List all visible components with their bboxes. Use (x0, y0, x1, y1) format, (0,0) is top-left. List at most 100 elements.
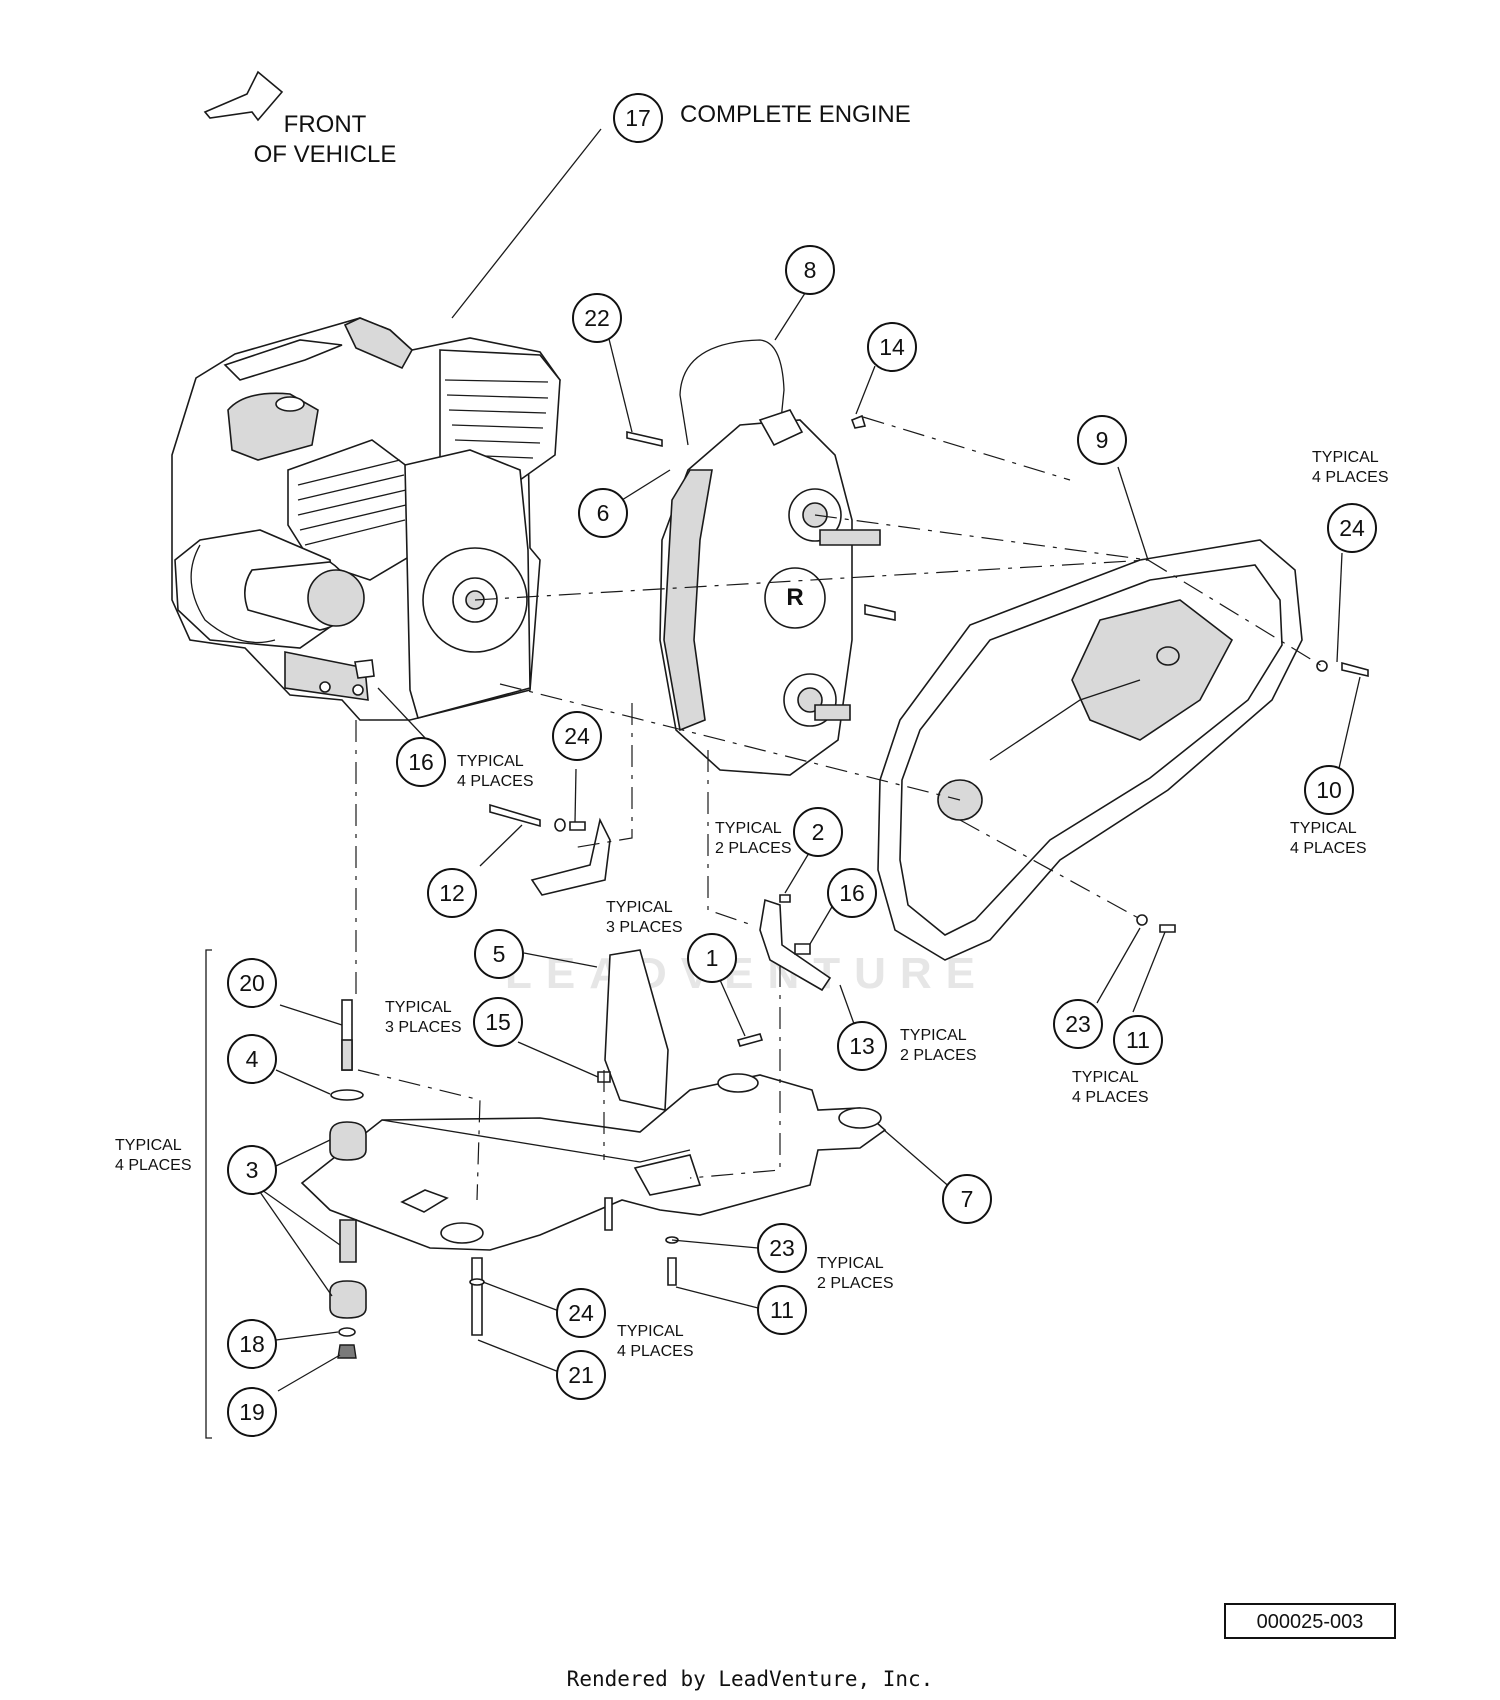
svg-text:4 PLACES: 4 PLACES (457, 773, 533, 790)
callout-17[interactable]: 17 (613, 93, 663, 143)
svg-text:6: 6 (597, 500, 610, 526)
svg-text:TYPICAL: TYPICAL (1290, 820, 1357, 837)
svg-text:TYPICAL: TYPICAL (457, 753, 524, 770)
callout-12[interactable]: 12 (427, 868, 477, 918)
callout-20[interactable]: 20 (227, 958, 277, 1008)
callout-24[interactable]: 24 (1327, 503, 1377, 553)
callout-5[interactable]: 5 (474, 929, 524, 979)
svg-text:21: 21 (568, 1362, 594, 1388)
callout-24[interactable]: 24 (552, 711, 602, 761)
note-typical-4-places-a: TYPICAL 4 PLACES (1312, 449, 1388, 486)
callout-22[interactable]: 22 (572, 293, 622, 343)
callout-3[interactable]: 3 (227, 1145, 277, 1195)
svg-text:10: 10 (1316, 777, 1342, 803)
note-typical-3-places-b: TYPICAL 3 PLACES (385, 999, 461, 1036)
svg-text:9: 9 (1096, 427, 1109, 453)
svg-text:3 PLACES: 3 PLACES (606, 919, 682, 936)
svg-text:13: 13 (849, 1033, 875, 1059)
svg-text:4 PLACES: 4 PLACES (1312, 469, 1388, 486)
svg-text:2 PLACES: 2 PLACES (715, 840, 791, 857)
svg-text:4 PLACES: 4 PLACES (617, 1343, 693, 1360)
note-typical-4-places-b: TYPICAL 4 PLACES (457, 753, 533, 790)
svg-text:2 PLACES: 2 PLACES (817, 1275, 893, 1292)
fasteners-illustration (469, 414, 1369, 1336)
note-typical-2-places-a: TYPICAL 2 PLACES (715, 820, 791, 857)
svg-text:TYPICAL: TYPICAL (817, 1255, 884, 1272)
front-label-line1: FRONT (284, 111, 367, 138)
note-typical-4-places-d: TYPICAL 4 PLACES (1072, 1069, 1148, 1106)
callout-23[interactable]: 23 (757, 1223, 807, 1273)
callout-4[interactable]: 4 (227, 1034, 277, 1084)
svg-text:12: 12 (439, 880, 465, 906)
svg-text:R: R (786, 584, 803, 611)
callout-7[interactable]: 7 (942, 1174, 992, 1224)
complete-engine-label: COMPLETE ENGINE (680, 101, 911, 128)
svg-text:16: 16 (408, 749, 434, 775)
svg-text:TYPICAL: TYPICAL (385, 999, 452, 1016)
callout-2[interactable]: 2 (793, 807, 843, 857)
brackets-illustration (530, 817, 832, 1111)
isolator-stack-illustration (329, 999, 367, 1359)
footer-credit: Rendered by LeadVenture, Inc. (567, 1667, 934, 1691)
svg-text:14: 14 (879, 334, 905, 360)
svg-text:20: 20 (239, 970, 265, 996)
svg-text:2: 2 (812, 819, 825, 845)
callout-18[interactable]: 18 (227, 1319, 277, 1369)
svg-text:TYPICAL: TYPICAL (715, 820, 782, 837)
belt-cover-illustration (877, 539, 1303, 961)
callout-9[interactable]: 9 (1077, 415, 1127, 465)
callout-16[interactable]: 16 (827, 868, 877, 918)
svg-text:5: 5 (493, 941, 506, 967)
callout-6[interactable]: 6 (578, 488, 628, 538)
leader-lines (205, 128, 1361, 1439)
svg-text:18: 18 (239, 1331, 265, 1357)
callout-16[interactable]: 16 (396, 737, 446, 787)
callout-8[interactable]: 8 (785, 245, 835, 295)
callout-10[interactable]: 10 (1304, 765, 1354, 815)
front-arrow-icon (203, 70, 284, 122)
callout-1[interactable]: 1 (687, 933, 737, 983)
svg-text:15: 15 (485, 1009, 511, 1035)
svg-text:11: 11 (1126, 1027, 1150, 1053)
front-label-line2: OF VEHICLE (254, 141, 397, 168)
drawing-number-box: 000025-003 (1224, 1603, 1396, 1639)
watermark-text: LEADVENTURE (505, 949, 989, 998)
svg-text:TYPICAL: TYPICAL (1312, 449, 1379, 466)
callout-24[interactable]: 24 (556, 1288, 606, 1338)
callout-14[interactable]: 14 (867, 322, 917, 372)
svg-text:4: 4 (246, 1046, 259, 1072)
engine-illustration (171, 317, 561, 721)
svg-text:TYPICAL: TYPICAL (606, 899, 673, 916)
svg-text:24: 24 (564, 723, 590, 749)
callout-11[interactable]: 11 (1113, 1015, 1163, 1065)
svg-text:TYPICAL: TYPICAL (617, 1323, 684, 1340)
svg-text:4 PLACES: 4 PLACES (115, 1157, 191, 1174)
svg-text:2 PLACES: 2 PLACES (900, 1047, 976, 1064)
svg-text:23: 23 (769, 1235, 795, 1261)
callout-15[interactable]: 15 (473, 997, 523, 1047)
svg-text:16: 16 (839, 880, 865, 906)
svg-text:3 PLACES: 3 PLACES (385, 1019, 461, 1036)
svg-text:TYPICAL: TYPICAL (1072, 1069, 1139, 1086)
svg-text:22: 22 (584, 305, 610, 331)
svg-text:8: 8 (804, 257, 817, 283)
callout-11[interactable]: 11 (757, 1285, 807, 1335)
callout-23[interactable]: 23 (1053, 999, 1103, 1049)
note-typical-4-places-e: TYPICAL 4 PLACES (115, 1137, 191, 1174)
note-typical-2-places-c: TYPICAL 2 PLACES (817, 1255, 893, 1292)
svg-text:24: 24 (1339, 515, 1365, 541)
svg-text:4 PLACES: 4 PLACES (1290, 840, 1366, 857)
callout-19[interactable]: 19 (227, 1387, 277, 1437)
callout-21[interactable]: 21 (556, 1350, 606, 1400)
svg-text:19: 19 (239, 1399, 265, 1425)
svg-text:4 PLACES: 4 PLACES (1072, 1089, 1148, 1106)
note-typical-3-places-a: TYPICAL 3 PLACES (606, 899, 682, 936)
skid-plate-illustration (300, 1073, 887, 1251)
svg-text:11: 11 (770, 1297, 794, 1323)
note-typical-2-places-b: TYPICAL 2 PLACES (900, 1027, 976, 1064)
svg-text:7: 7 (961, 1186, 974, 1212)
callout-13[interactable]: 13 (837, 1021, 887, 1071)
note-typical-4-places-f: TYPICAL 4 PLACES (617, 1323, 693, 1360)
svg-text:23: 23 (1065, 1011, 1091, 1037)
